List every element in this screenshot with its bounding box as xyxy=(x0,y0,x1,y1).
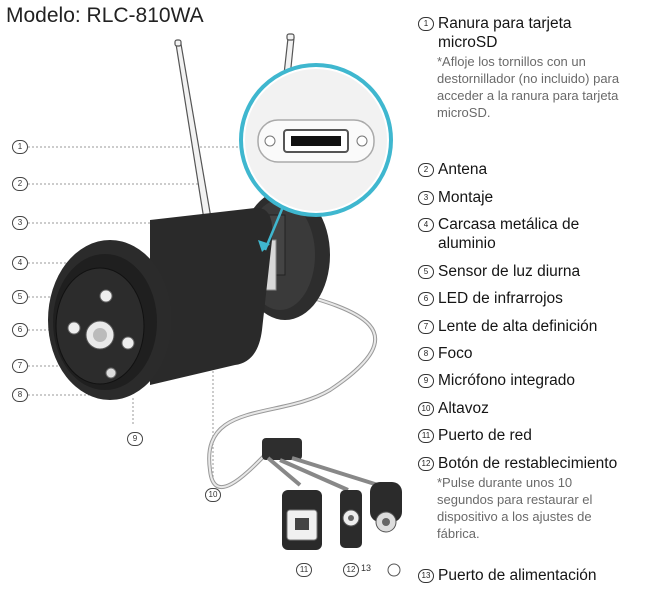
callout-6: 6 xyxy=(12,323,28,337)
legend-label: Foco xyxy=(438,345,473,362)
legend-item-5: 5 Sensor de luz diurna xyxy=(418,262,650,281)
legend-num: 12 xyxy=(418,457,434,471)
legend-num: 7 xyxy=(418,320,434,334)
legend-item-13: 13 Puerto de alimentación xyxy=(418,566,650,585)
legend-num: 3 xyxy=(418,191,434,205)
legend-num: 10 xyxy=(418,402,434,416)
legend-item-2: 2 Antena xyxy=(418,160,650,179)
callout-3: 3 xyxy=(12,216,28,230)
legend-label: Montaje xyxy=(438,189,494,206)
legend-num: 1 xyxy=(418,17,434,31)
callout-2: 2 xyxy=(12,177,28,191)
connector-bundle xyxy=(262,438,379,492)
microsd-zoom-callout xyxy=(239,63,393,252)
network-port xyxy=(282,490,322,550)
callout-12: 12 xyxy=(343,563,359,577)
legend-num: 4 xyxy=(418,218,434,232)
legend-label: Puerto de alimentación xyxy=(438,567,597,584)
legend-item-3: 3 Montaje xyxy=(418,188,650,207)
legend-label: LED de infrarrojos xyxy=(438,290,563,307)
legend-label: Botón de restablecimiento xyxy=(438,455,618,472)
legend-item-1: 1 Ranura para tarjeta microSD *Afloje los… xyxy=(418,14,650,121)
legend-item-12: 12 Botón de restablecimiento *Pulse duran… xyxy=(418,454,650,542)
legend-item-8: 8 Foco xyxy=(418,344,650,363)
antenna-left xyxy=(174,39,213,227)
legend-label: Altavoz xyxy=(438,400,489,417)
reset-button-plug xyxy=(340,490,362,548)
callout-4: 4 xyxy=(12,256,28,270)
legend-item-11: 11 Puerto de red xyxy=(418,426,650,445)
reset-hole-symbol xyxy=(387,563,401,577)
legend-num: 8 xyxy=(418,347,434,361)
legend-num: 13 xyxy=(418,569,434,583)
legend-label: Puerto de red xyxy=(438,427,532,444)
callout-10: 10 xyxy=(205,488,221,502)
callout-8: 8 xyxy=(12,388,28,402)
legend-note: *Pulse durante unos 10 segundos para res… xyxy=(437,475,593,541)
legend-item-10: 10 Altavoz xyxy=(418,399,650,418)
legend-num: 9 xyxy=(418,374,434,388)
legend-label: Carcasa metálica de aluminio xyxy=(438,216,580,252)
callout-1: 1 xyxy=(12,140,28,154)
legend-label: Lente de alta definición xyxy=(438,318,598,335)
legend-item-7: 7 Lente de alta definición xyxy=(418,317,650,336)
legend-label: Sensor de luz diurna xyxy=(438,263,581,280)
legend-label: Antena xyxy=(438,161,488,178)
callout-13: 13 xyxy=(361,563,372,573)
led-left xyxy=(67,321,81,335)
legend-item-4: 4 Carcasa metálica de aluminio xyxy=(418,215,650,253)
camera-body xyxy=(48,207,273,400)
legend-num: 5 xyxy=(418,265,434,279)
legend-note: *Afloje los tornillos con un destornilla… xyxy=(437,54,620,120)
led-top xyxy=(99,289,113,303)
led-right xyxy=(121,336,135,350)
legend-num: 6 xyxy=(418,292,434,306)
legend-item-6: 6 LED de infrarrojos xyxy=(418,289,650,308)
legend-label: Ranura para tarjeta microSD xyxy=(438,15,572,51)
legend-num: 2 xyxy=(418,163,434,177)
callout-5: 5 xyxy=(12,290,28,304)
callout-9: 9 xyxy=(127,432,143,446)
led-bottom xyxy=(105,367,117,379)
model-title: Modelo: RLC-810WA xyxy=(6,4,204,27)
callout-11: 11 xyxy=(296,563,312,577)
power-plug xyxy=(370,482,402,533)
legend-item-9: 9 Micrófono integrado xyxy=(418,371,650,390)
callout-7: 7 xyxy=(12,359,28,373)
legend-num: 11 xyxy=(418,429,434,443)
legend-label: Micrófono integrado xyxy=(438,372,575,389)
